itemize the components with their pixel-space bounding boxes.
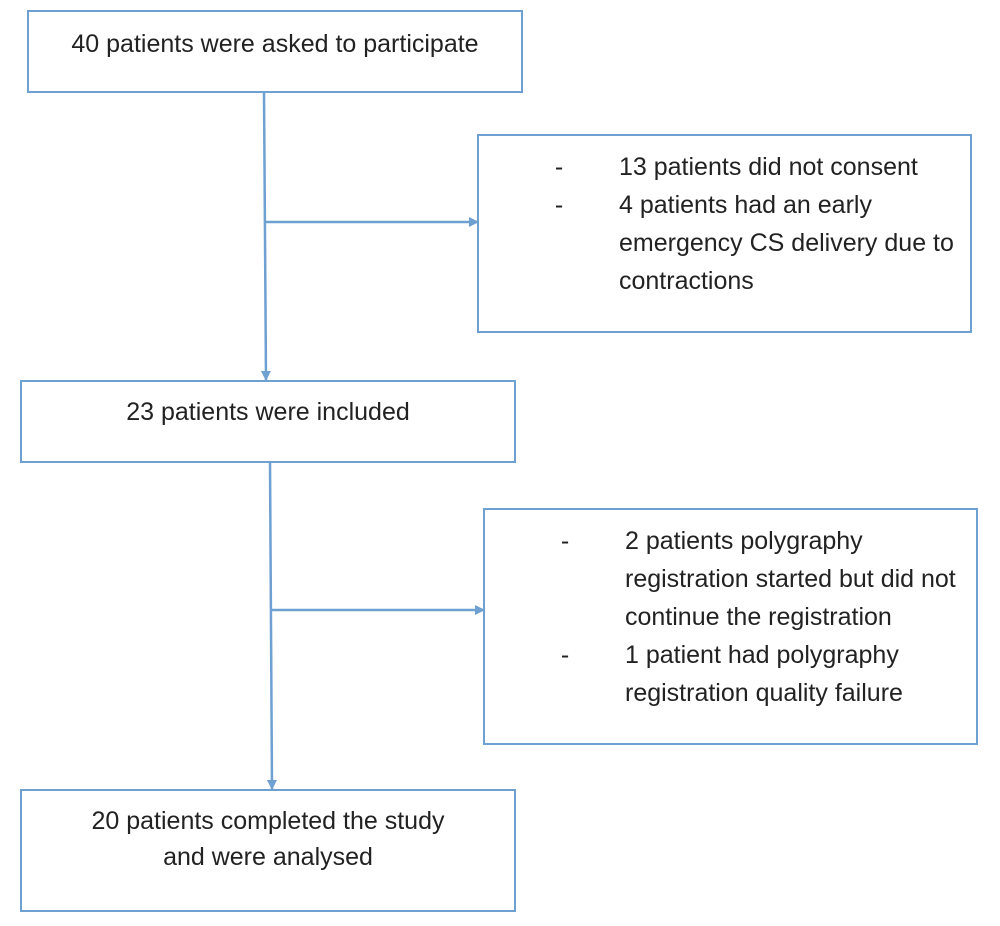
bullet-dash: - <box>560 641 570 669</box>
exclusion-1-item: - 13 patients did not consent <box>549 148 959 186</box>
asked-text: 40 patients were asked to participate <box>71 30 479 58</box>
bullet-dash: - <box>554 153 564 181</box>
arrow-asked-to-included <box>260 91 271 381</box>
bullet-dash: - <box>554 191 564 219</box>
exclusion-1-text: 4 patients had an early emergency CS del… <box>619 191 954 295</box>
box-included: 23 patients were included <box>20 380 516 463</box>
exclusion-2-list: - 2 patients polygraphy registration sta… <box>555 522 965 712</box>
included-text: 23 patients were included <box>126 398 410 426</box>
exclusion-1-list: - 13 patients did not consent - 4 patien… <box>549 148 959 300</box>
arrow-included-to-completed <box>266 461 277 790</box>
exclusion-2-item: - 2 patients polygraphy registration sta… <box>555 522 965 636</box>
exclusion-2-item: - 1 patient had polygraphy registration … <box>555 636 965 712</box>
exclusion-1-text: 13 patients did not consent <box>619 153 918 181</box>
exclusion-2-text: 1 patient had polygraphy registration qu… <box>625 641 903 707</box>
box-exclusion-1: - 13 patients did not consent - 4 patien… <box>477 134 972 333</box>
completed-text: 20 patients completed the study and were… <box>91 807 445 871</box>
box-exclusion-2: - 2 patients polygraphy registration sta… <box>483 508 978 745</box>
box-completed: 20 patients completed the study and were… <box>20 789 516 912</box>
bullet-dash: - <box>560 527 570 555</box>
exclusion-1-item: - 4 patients had an early emergency CS d… <box>549 186 959 300</box>
exclusion-2-text: 2 patients polygraphy registration start… <box>625 527 956 631</box>
box-asked: 40 patients were asked to participate <box>27 10 523 93</box>
